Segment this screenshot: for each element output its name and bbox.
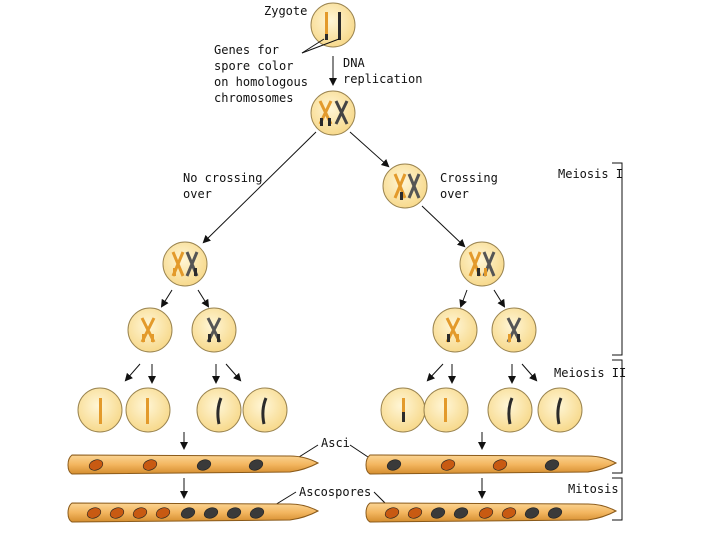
right-dyad-mixed-1	[432, 307, 478, 353]
ascospores-left	[86, 507, 265, 519]
spore	[430, 507, 446, 519]
spore	[492, 459, 508, 471]
spore	[180, 507, 196, 519]
spore	[453, 507, 469, 519]
genes-label-2: spore color	[214, 59, 293, 73]
no-crossing-label-2: over	[183, 187, 212, 201]
zygote-label: Zygote	[264, 4, 307, 18]
ascus-right-spores	[386, 459, 560, 471]
spore	[196, 459, 212, 471]
spore	[249, 507, 265, 519]
spore	[248, 459, 264, 471]
ascospores-label: Ascospores	[299, 485, 371, 499]
left-dyad-orange	[127, 307, 173, 353]
gene-leader-lines	[301, 38, 340, 54]
ascus-right	[365, 454, 618, 475]
dna-label-1: DNA	[343, 56, 365, 70]
meiosis1-label: Meiosis I	[558, 167, 623, 181]
crossing-label-2: over	[440, 187, 469, 201]
right-tetrad-cells	[380, 387, 583, 433]
spore	[547, 507, 563, 519]
genes-label-4: chromosomes	[214, 91, 293, 105]
replicated-cell	[310, 90, 356, 136]
arrows	[124, 56, 538, 499]
spore	[386, 459, 402, 471]
right-crossed-cell	[459, 241, 505, 287]
spore	[132, 507, 148, 519]
ascus-left	[67, 454, 320, 475]
crossing-label-1: Crossing	[440, 171, 498, 185]
spore	[109, 507, 125, 519]
ascus-left-spores	[88, 459, 264, 471]
asci-label: Asci	[321, 436, 350, 450]
spore	[142, 459, 158, 471]
spore	[544, 459, 560, 471]
spore	[88, 459, 104, 471]
spore	[501, 507, 517, 519]
meiosis2-label: Meiosis II	[554, 366, 626, 380]
mitosis-label: Mitosis	[568, 482, 619, 496]
spore	[86, 507, 102, 519]
spore	[203, 507, 219, 519]
zygote-cell	[310, 2, 356, 48]
spore	[407, 507, 423, 519]
left-tetrad-cells	[77, 387, 288, 433]
ascospores-row	[67, 502, 618, 523]
left-dyad-dark	[191, 307, 237, 353]
right-dyad-mixed-2	[491, 307, 537, 353]
spore	[226, 507, 242, 519]
spore	[524, 507, 540, 519]
spore	[440, 459, 456, 471]
ascospores-right	[384, 507, 563, 519]
left-meiosis1-cell	[162, 241, 208, 287]
asci-row	[67, 454, 618, 475]
spore	[478, 507, 494, 519]
spore	[384, 507, 400, 519]
dna-label-2: replication	[343, 72, 422, 86]
right-meiosis1-cell	[382, 163, 428, 209]
no-crossing-label-1: No crossing	[183, 171, 262, 185]
stage-brackets	[612, 162, 623, 521]
genes-label-1: Genes for	[214, 43, 279, 57]
genes-label-3: on homologous	[214, 75, 308, 89]
spore	[155, 507, 171, 519]
